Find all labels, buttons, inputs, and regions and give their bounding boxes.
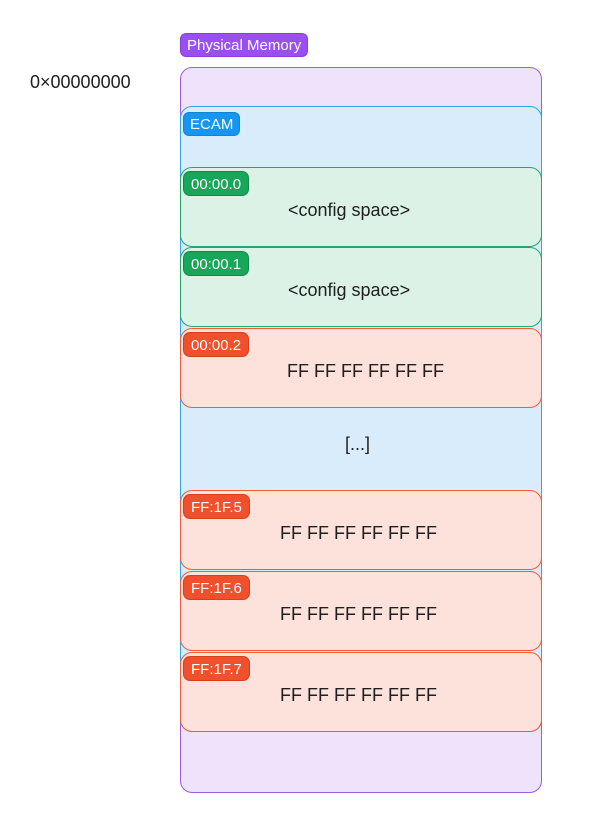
physical-memory-tag: Physical Memory bbox=[180, 33, 309, 57]
device-id-tag: 00:00.0 bbox=[183, 171, 250, 196]
device-block-00-00-0: 00:00.0 <config space> bbox=[180, 167, 542, 247]
device-empty-bytes-text: FF FF FF FF FF FF bbox=[287, 361, 444, 381]
device-block-00-00-2: 00:00.2 FF FF FF FF FF FF bbox=[180, 328, 542, 408]
device-id-tag: FF:1F.5 bbox=[183, 494, 250, 519]
base-address-label: 0×00000000 bbox=[30, 72, 131, 92]
device-empty-bytes-text: FF FF FF FF FF FF bbox=[280, 604, 437, 624]
device-config-space-text: <config space> bbox=[288, 200, 411, 220]
omitted-devices-ellipsis: [...] bbox=[345, 434, 371, 454]
ecam-tag: ECAM bbox=[183, 112, 241, 136]
device-block-00-00-1: 00:00.1 <config space> bbox=[180, 247, 542, 327]
device-id-tag: 00:00.1 bbox=[183, 251, 250, 276]
device-empty-bytes-text: FF FF FF FF FF FF bbox=[280, 685, 437, 705]
device-block-ff-1f-6: FF:1F.6 FF FF FF FF FF FF bbox=[180, 571, 542, 651]
device-id-tag: FF:1F.6 bbox=[183, 575, 250, 600]
device-config-space-text: <config space> bbox=[288, 280, 411, 300]
device-id-tag: FF:1F.7 bbox=[183, 656, 250, 681]
device-empty-bytes-text: FF FF FF FF FF FF bbox=[280, 523, 437, 543]
device-block-ff-1f-7: FF:1F.7 FF FF FF FF FF FF bbox=[180, 652, 542, 732]
device-id-tag: 00:00.2 bbox=[183, 332, 250, 357]
device-block-ff-1f-5: FF:1F.5 FF FF FF FF FF FF bbox=[180, 490, 542, 570]
